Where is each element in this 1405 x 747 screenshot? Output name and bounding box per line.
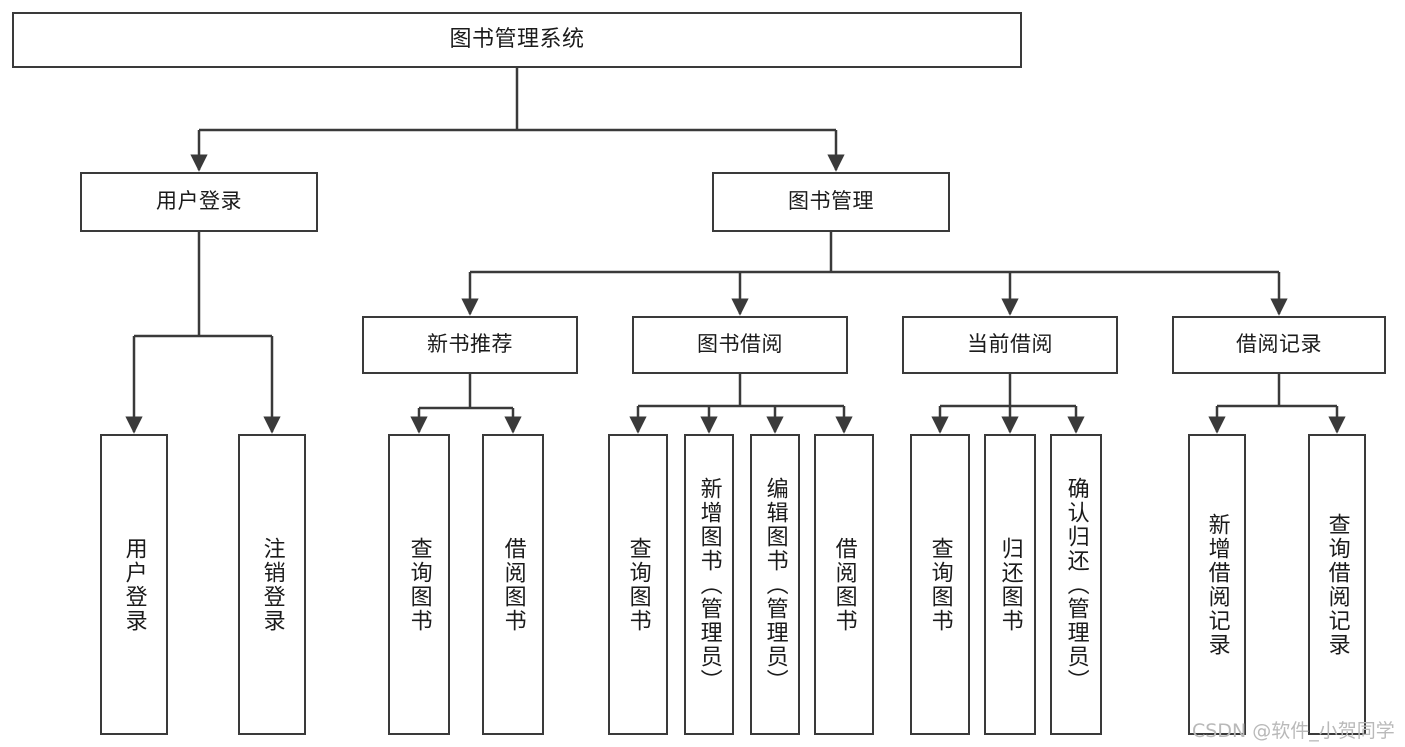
- leaf-user-login[interactable]: 用户登录: [100, 434, 168, 735]
- leaf-query-book-borrow[interactable]: 查询图书: [608, 434, 668, 735]
- node-label: 查询借阅记录: [1324, 512, 1350, 657]
- node-book-management[interactable]: 图书管理: [712, 172, 950, 232]
- leaf-edit-book-admin[interactable]: 编辑图书（管理员）: [750, 434, 800, 735]
- node-label: 查询图书: [927, 536, 953, 633]
- leaf-add-borrow-record[interactable]: 新增借阅记录: [1188, 434, 1246, 735]
- leaf-return-book[interactable]: 归还图书: [984, 434, 1036, 735]
- node-label: 当前借阅: [967, 332, 1053, 357]
- node-label: 新书推荐: [427, 332, 513, 357]
- node-label: 用户登录: [121, 536, 147, 633]
- leaf-query-book-current[interactable]: 查询图书: [910, 434, 970, 735]
- leaf-add-book-admin[interactable]: 新增图书（管理员）: [684, 434, 734, 735]
- node-label: 新增图书（管理员）: [696, 476, 722, 693]
- leaf-query-book-newbook[interactable]: 查询图书: [388, 434, 450, 735]
- leaf-confirm-return-admin[interactable]: 确认归还（管理员）: [1050, 434, 1102, 735]
- leaf-logout[interactable]: 注销登录: [238, 434, 306, 735]
- leaf-query-borrow-record[interactable]: 查询借阅记录: [1308, 434, 1366, 735]
- node-label: 编辑图书（管理员）: [762, 476, 788, 693]
- node-label: 归还图书: [997, 536, 1023, 633]
- node-user-login[interactable]: 用户登录: [80, 172, 318, 232]
- node-label: 用户登录: [156, 189, 242, 214]
- node-label: 图书管理系统: [449, 26, 585, 52]
- node-label: 图书借阅: [697, 332, 783, 357]
- node-current-borrow[interactable]: 当前借阅: [902, 316, 1118, 374]
- node-root-system[interactable]: 图书管理系统: [12, 12, 1022, 68]
- node-label: 图书管理: [788, 189, 874, 214]
- node-label: 新增借阅记录: [1204, 512, 1230, 657]
- node-borrow-records[interactable]: 借阅记录: [1172, 316, 1386, 374]
- node-label: 查询图书: [406, 536, 432, 633]
- node-label: 借阅图书: [500, 536, 526, 633]
- leaf-borrow-book-newbook[interactable]: 借阅图书: [482, 434, 544, 735]
- node-label: 借阅图书: [831, 536, 857, 633]
- node-label: 注销登录: [259, 536, 285, 633]
- node-book-borrow[interactable]: 图书借阅: [632, 316, 848, 374]
- node-label: 确认归还（管理员）: [1063, 476, 1089, 693]
- node-new-book-recommend[interactable]: 新书推荐: [362, 316, 578, 374]
- node-label: 查询图书: [625, 536, 651, 633]
- csdn-watermark: CSDN @软件_小贺同学: [1192, 720, 1395, 742]
- leaf-lend-book[interactable]: 借阅图书: [814, 434, 874, 735]
- node-label: 借阅记录: [1236, 332, 1322, 357]
